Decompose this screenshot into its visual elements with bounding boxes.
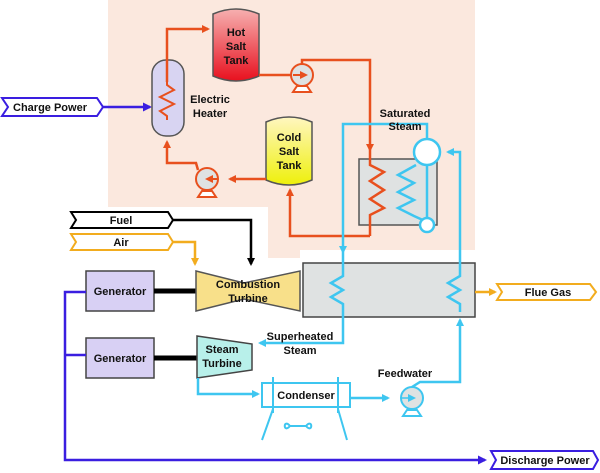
steam-turbine	[196, 335, 253, 379]
feedwater-line	[411, 318, 464, 389]
generator-2	[85, 337, 155, 379]
generator-1-label: Generator	[94, 286, 147, 298]
economizer-coil-icon	[445, 255, 463, 312]
air-pointer	[69, 233, 175, 251]
condenser	[261, 377, 351, 441]
feedwater-label: Feedwater	[378, 368, 433, 380]
flue-gas-label: Flue Gas	[525, 287, 571, 299]
fuel-pointer	[69, 211, 175, 229]
superheater-coil-icon	[258, 252, 346, 347]
turbine-exhaust-line	[196, 378, 260, 398]
charge-power-pointer	[0, 97, 105, 117]
water-coil-icon	[395, 163, 426, 223]
fuel-line	[173, 218, 255, 266]
discharge-power-label: Discharge Power	[500, 455, 590, 467]
air-label: Air	[113, 237, 129, 249]
combustion-turbine	[195, 270, 301, 312]
cooling-fan-icon	[283, 422, 313, 430]
generator-2-label: Generator	[94, 353, 147, 365]
air-line	[173, 240, 199, 266]
salt-line-heater-to-hot-tank	[165, 25, 210, 82]
salt-line-pump-to-heater	[163, 140, 200, 171]
condenser-label: Condenser	[277, 390, 335, 402]
salt-line-pump-to-exchanger	[300, 58, 374, 152]
mud-drum-icon	[418, 216, 436, 234]
steam-drum-icon	[412, 137, 442, 167]
heater-coil-icon	[157, 82, 177, 120]
saturated-steam-line	[339, 122, 429, 254]
flue-gas-pointer	[495, 283, 598, 301]
heat-recovery-steam-generator	[302, 262, 476, 318]
feedwater-pump-icon	[400, 386, 424, 417]
fuel-label: Fuel	[110, 215, 133, 227]
cold-salt-tank	[265, 116, 313, 186]
charge-power-label: Charge Power	[13, 102, 88, 114]
salt-coil-icon	[367, 150, 387, 236]
discharge-power-line	[63, 290, 487, 465]
cold-salt-pump-icon	[195, 167, 219, 198]
discharge-power-pointer	[489, 450, 600, 470]
feedwater-to-drum-line	[446, 148, 462, 255]
